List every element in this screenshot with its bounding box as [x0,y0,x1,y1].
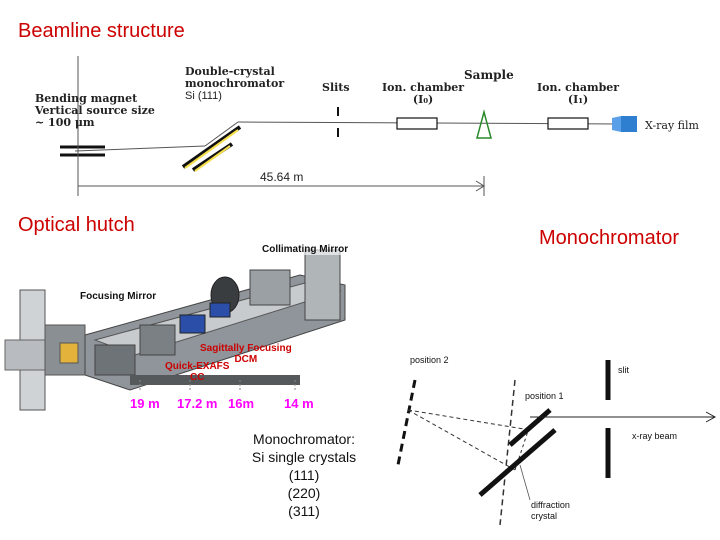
bending-magnet-label: Bending magnet Vertical source size ~ 10… [35,92,155,129]
focusing-mirror-label: Focusing Mirror [80,291,157,302]
distance-19m: 19 m [130,396,160,411]
distance-ticks [139,380,296,390]
distance-label: 45.64 m [260,170,304,184]
distance-14m: 14 m [284,396,314,411]
ion-chamber-2-label: Ion. chamber (I₁) [537,81,620,106]
crystal-position-2 [396,379,417,466]
ion-chamber-1 [396,117,438,130]
monochromator-diagram [396,360,717,526]
xray-film [621,116,637,132]
quick-exafs-label: Quick-EXAFS CC [165,361,230,383]
distance-16m: 16m [228,396,255,411]
position-1-label: position 1 [525,391,564,401]
distance-17-2m: 17.2 m [177,396,218,411]
collimating-mirror-label: Collimating Mirror [262,244,349,255]
position-2-label: position 2 [410,355,449,365]
dcm-label: Double-crystal monochromator Si (111) [185,65,285,103]
diffraction-crystal-label: diffraction crystal [531,500,570,521]
beamline-structure-title: Beamline structure [18,20,185,42]
slit-label: slit [618,365,629,375]
sample-triangle [476,109,492,139]
optical-hutch-title: Optical hutch [18,214,135,236]
dcm-crystal-1 [181,125,242,169]
xray-film-label: X-ray film [645,119,699,132]
ion-chamber-1-label: Ion. chamber (I₀) [382,81,465,106]
slits-label: Slits [322,81,350,94]
incoming-beam [74,145,206,152]
monochromator-title: Monochromator [539,227,680,249]
sagittal-dcm-label: Sagittally Focusing DCM [200,343,292,365]
optical-hutch-photo [4,249,346,411]
monochromator-caption: Monochromator: Si single crystals (111) … [251,431,357,519]
crystal-2 [478,428,557,497]
sample-label: Sample [464,68,514,82]
crystal-1 [508,408,552,447]
xray-beam-label: x-ray beam [632,431,678,441]
beamline-schematic [60,56,637,196]
ion-chamber-2 [547,117,589,130]
